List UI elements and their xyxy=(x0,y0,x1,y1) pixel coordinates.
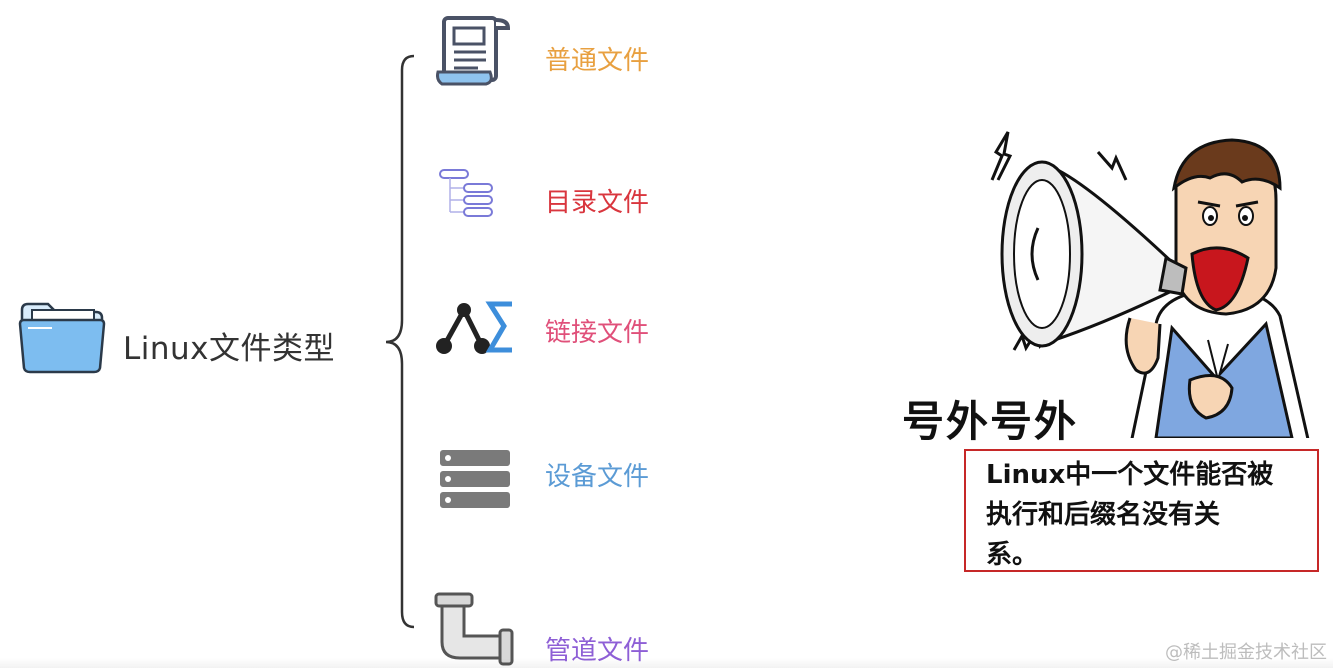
branch-label-link: 链接文件 xyxy=(545,318,650,348)
directory-tree-icon xyxy=(439,169,493,217)
note-line: Linux中一个文件能否被 xyxy=(986,460,1274,490)
callout-title: 号外号外 xyxy=(902,397,1079,446)
root-label: Linux文件类型 xyxy=(123,331,336,367)
note-line: 执行和后缀名没有关 xyxy=(986,500,1221,530)
branch-label-device: 设备文件 xyxy=(545,462,650,492)
branch-label-directory: 目录文件 xyxy=(545,188,650,218)
branch-label-pipe: 管道文件 xyxy=(545,636,650,666)
watermark: @稀土掘金技术社区 xyxy=(1165,642,1327,663)
folder-icon xyxy=(18,302,106,374)
megaphone-man-illustration xyxy=(990,131,1310,438)
link-graph-icon xyxy=(436,301,512,354)
bottom-shade xyxy=(0,658,1333,668)
server-icon xyxy=(440,450,510,508)
pipe-icon xyxy=(434,592,514,666)
note-line: 系。 xyxy=(986,540,1039,570)
branch-label-regular: 普通文件 xyxy=(545,46,650,76)
note-box: Linux中一个文件能否被 执行和后缀名没有关 系。 xyxy=(964,449,1319,572)
curly-brace-connector xyxy=(385,54,415,629)
document-icon xyxy=(436,16,511,86)
